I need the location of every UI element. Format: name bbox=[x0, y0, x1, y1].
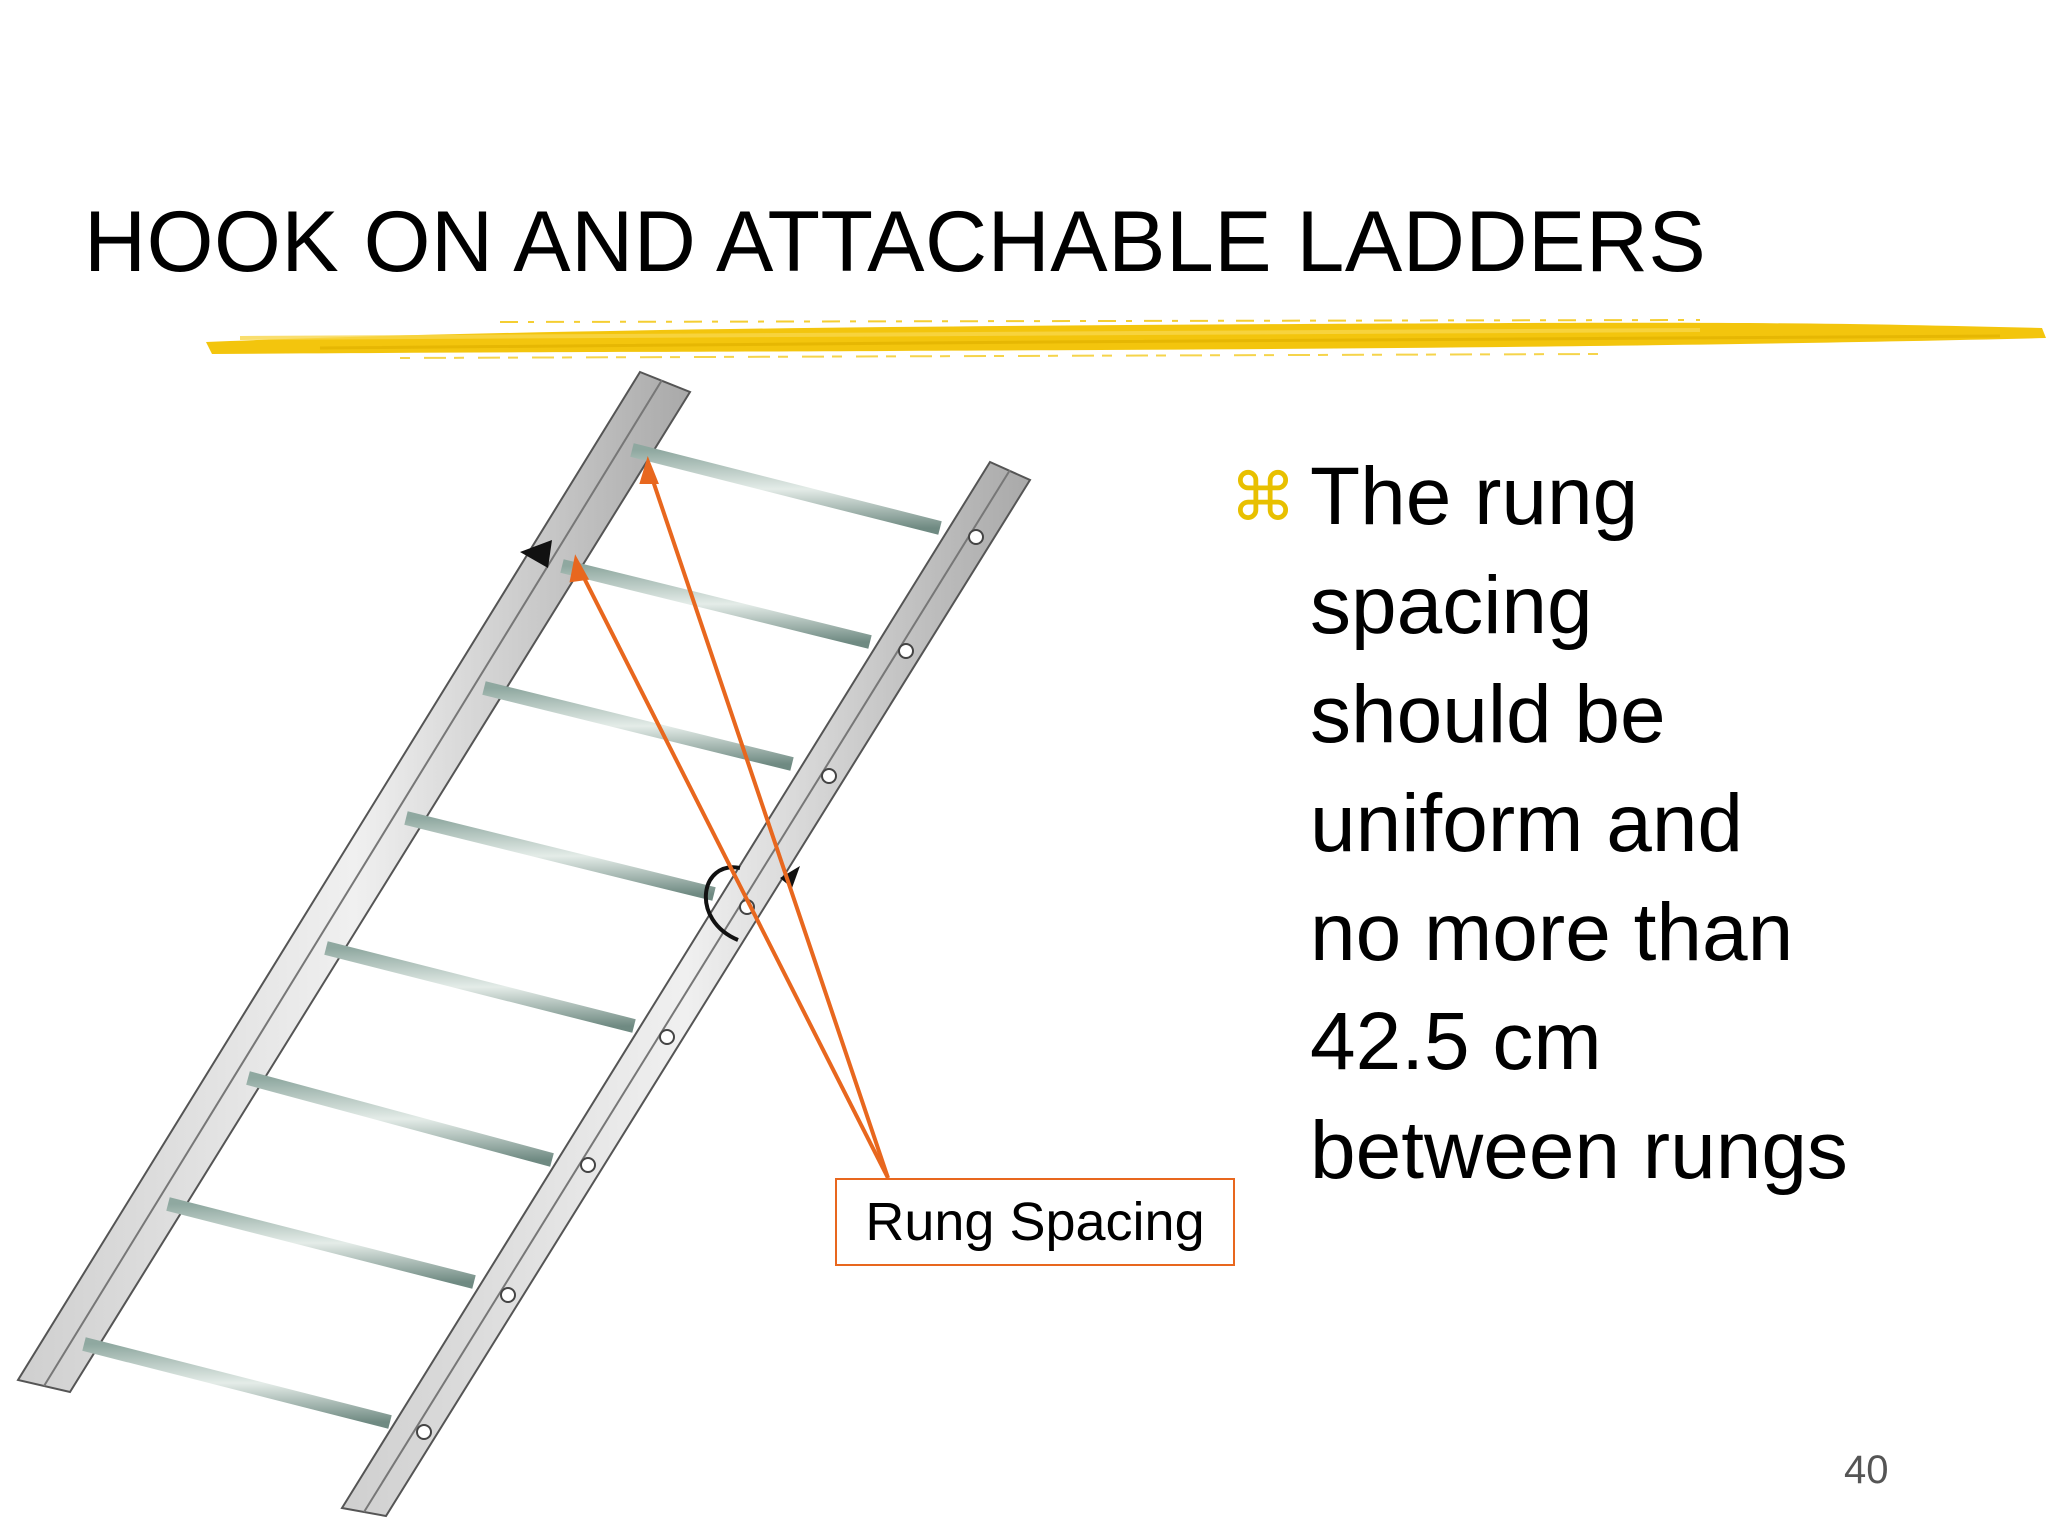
rung-spacing-pointers bbox=[569, 455, 890, 1179]
rung-spacing-callout: Rung Spacing bbox=[835, 1178, 1235, 1266]
ladder-right-rail bbox=[340, 460, 1032, 1518]
bullet-text: The rung spacing should be uniform and n… bbox=[1310, 451, 1848, 1196]
page-number: 40 bbox=[1844, 1448, 1889, 1492]
callout-label: Rung Spacing bbox=[865, 1192, 1205, 1252]
ladder-left-rail bbox=[16, 370, 692, 1394]
ladder-illustration bbox=[16, 370, 1032, 1518]
slide-title: HOOK ON AND ATTACHABLE LADDERS bbox=[84, 194, 1707, 290]
title-underline-brushstroke bbox=[206, 319, 2046, 359]
ladder-rungs bbox=[82, 443, 942, 1429]
ladder-rail-holes bbox=[416, 529, 984, 1440]
command-key-icon: ⌘ bbox=[1230, 459, 1296, 536]
hook-markers bbox=[520, 540, 800, 942]
